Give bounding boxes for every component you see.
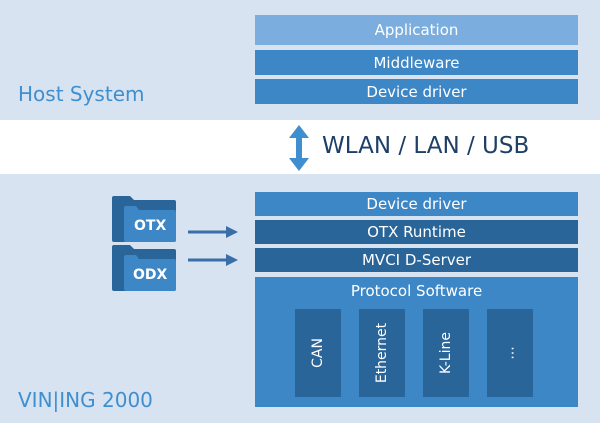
protocol-ethernet: Ethernet	[359, 309, 405, 397]
arrow-right-icon	[188, 226, 238, 238]
protocol-can: CAN	[295, 309, 341, 397]
protocol-ethernet-label: Ethernet	[374, 322, 390, 384]
protocol-can-label: CAN	[309, 338, 326, 368]
double-arrow-icon	[289, 125, 309, 171]
device-label: VIN|ING 2000	[18, 388, 153, 412]
host-system-label: Host System	[18, 82, 145, 106]
otx-folder-icon	[112, 196, 176, 242]
device-layer-mvci-d-server: MVCI D-Server	[255, 248, 578, 272]
device-layer-device-driver: Device driver	[255, 192, 578, 216]
protocol-k-line-label: K-Line	[437, 332, 454, 374]
host-layer-device-driver: Device driver	[255, 79, 578, 104]
protocol-software-title: Protocol Software	[350, 282, 483, 300]
connection-label: WLAN / LAN / USB	[322, 133, 530, 159]
protocol-more-label: ...	[501, 346, 518, 360]
odx-folder-label: ODX	[133, 267, 168, 283]
otx-folder-label: OTX	[134, 218, 167, 234]
host-layer-middleware: Middleware	[255, 50, 578, 75]
protocol-more: ...	[487, 309, 533, 397]
arrow-right-icon	[188, 254, 238, 266]
protocol-k-line: K-Line	[423, 309, 469, 397]
odx-folder-icon	[112, 245, 176, 291]
host-layer-application: Application	[255, 15, 578, 45]
device-layer-otx-runtime: OTX Runtime	[255, 220, 578, 244]
